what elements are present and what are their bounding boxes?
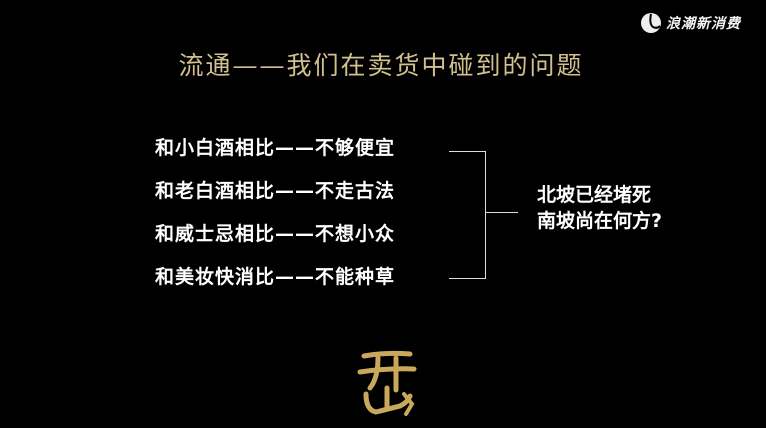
title-text: 流通——我们在卖货中碰到的问题 xyxy=(178,51,584,80)
kaishan-seal-logo xyxy=(357,350,417,416)
list-item: 和老白酒相比——不走古法 xyxy=(155,180,396,202)
brand-header: 浪潮新消费 xyxy=(640,12,741,34)
leaf-circle-icon xyxy=(641,13,661,33)
page-title: 流通——我们在卖货中碰到的问题 xyxy=(0,46,766,82)
bracket-connector xyxy=(486,212,518,213)
question-line: 北坡已经堵死 xyxy=(537,184,652,206)
list-item: 和威士忌相比——不想小众 xyxy=(155,223,396,245)
brand-name: 浪潮新消费 xyxy=(666,16,741,32)
question-text: 北坡已经堵死 南坡尚在何方? xyxy=(537,182,662,234)
question-line: 南坡尚在何方? xyxy=(537,210,663,232)
list-item: 和美妆快消比——不能种草 xyxy=(155,266,396,288)
bracket-divider xyxy=(449,151,486,279)
list-item: 和小白酒相比——不够便宜 xyxy=(155,137,396,159)
comparison-list: 和小白酒相比——不够便宜 和老白酒相比——不走古法 和威士忌相比——不想小众 和… xyxy=(155,135,395,307)
